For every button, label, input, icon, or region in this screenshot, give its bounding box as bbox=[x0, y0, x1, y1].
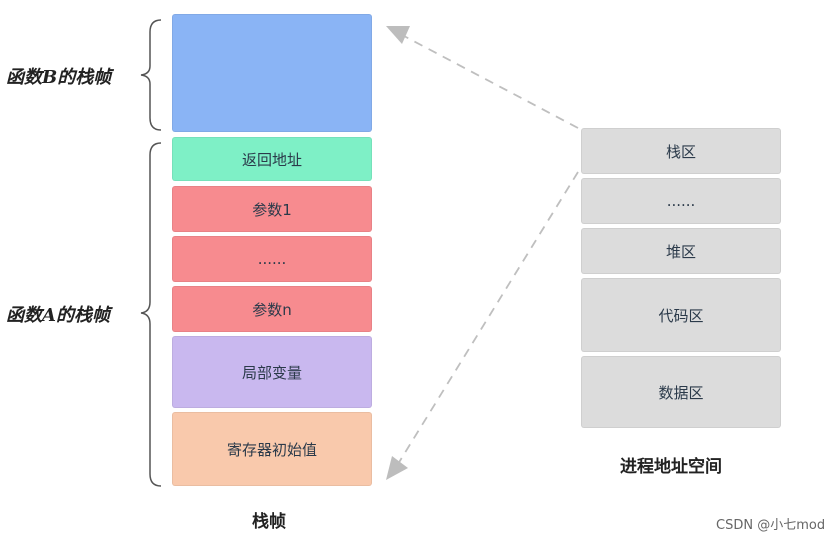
register-init-block: 寄存器初始值 bbox=[172, 412, 372, 486]
arrow-to-func-b bbox=[403, 35, 579, 129]
return-address-block: 返回地址 bbox=[172, 137, 372, 181]
stack-area-block: 栈区 bbox=[581, 128, 781, 174]
func-a-frame-label: 函数A的栈帧 bbox=[6, 305, 110, 326]
address-space-caption: 进程地址空间 bbox=[620, 457, 722, 477]
watermark: CSDN @小七mod bbox=[716, 518, 826, 533]
address-ellipsis-block: ...... bbox=[581, 178, 781, 224]
local-vars-label: 局部变量 bbox=[241, 363, 302, 382]
param-n-label: 参数n bbox=[252, 300, 292, 319]
arrow-head-top-icon bbox=[386, 26, 410, 44]
param-n-block: 参数n bbox=[172, 286, 372, 332]
func-b-frame-block bbox=[172, 14, 372, 132]
data-area-label: 数据区 bbox=[658, 383, 704, 402]
func-a-brace bbox=[140, 142, 162, 487]
param-ellipsis-block: ...... bbox=[172, 236, 372, 282]
heap-area-label: 堆区 bbox=[665, 242, 696, 261]
func-b-frame-label: 函数B的栈帧 bbox=[6, 67, 112, 88]
data-area-block: 数据区 bbox=[581, 356, 781, 428]
param-1-label: 参数1 bbox=[252, 200, 292, 219]
stack-area-label: 栈区 bbox=[665, 142, 696, 161]
arrow-head-bottom-icon bbox=[386, 456, 408, 480]
register-init-label: 寄存器初始值 bbox=[226, 440, 317, 459]
code-area-label: 代码区 bbox=[658, 306, 704, 325]
func-b-brace bbox=[140, 19, 162, 131]
param-1-block: 参数1 bbox=[172, 186, 372, 232]
local-vars-block: 局部变量 bbox=[172, 336, 372, 408]
address-ellipsis-label: ...... bbox=[666, 192, 696, 210]
return-address-label: 返回地址 bbox=[241, 150, 302, 169]
heap-area-block: 堆区 bbox=[581, 228, 781, 274]
arrow-to-register-init bbox=[397, 171, 579, 465]
stack-frame-caption: 栈帧 bbox=[252, 512, 286, 532]
param-ellipsis-label: ...... bbox=[257, 250, 287, 268]
code-area-block: 代码区 bbox=[581, 278, 781, 352]
